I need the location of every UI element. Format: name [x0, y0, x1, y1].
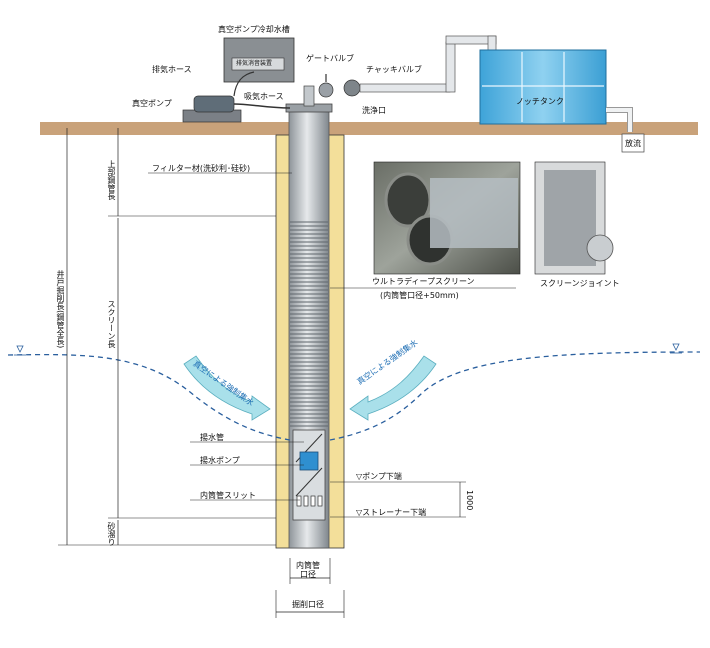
label-inner-pipe-note: (内筒管口径+50mm)	[380, 291, 459, 300]
label-inner-diameter-1: 内筒管	[296, 561, 320, 570]
label-screen-joint: スクリーンジョイント	[540, 279, 620, 288]
label-dim-1000: 1000	[465, 490, 474, 511]
check-valve-body	[343, 79, 361, 97]
wellhead-pipe	[303, 85, 315, 107]
label-silencer: 排気消音装置	[236, 60, 273, 67]
label-inner-slit: 内筒管スリット	[200, 491, 256, 500]
water-level-mark-left	[16, 345, 24, 353]
label-cooling-tank: 真空ポンプ冷却水槽	[218, 25, 290, 34]
label-filter-material: フィルター材(洗砂利･硅砂)	[152, 164, 251, 173]
pump-diagonal-lower	[295, 467, 323, 497]
discharge-pipe-horizontal	[359, 83, 451, 93]
discharge-box	[621, 133, 645, 153]
screen-section	[290, 221, 328, 427]
suction-hose	[233, 103, 291, 109]
discharge-pipe-vertical	[445, 41, 456, 93]
water-level-mark-right	[672, 343, 680, 351]
inflow-arrow-left	[183, 355, 271, 421]
label-upper-pipe-length: 上部鋼管長	[107, 160, 116, 200]
label-vacuum-pump: 真空ポンプ	[132, 99, 172, 108]
label-gate-valve: ゲートバルブ	[306, 54, 354, 63]
label-discharge: 放流	[625, 139, 641, 148]
inner-slit-marks	[296, 495, 323, 507]
label-ultra-deep-screen: ウルトラディープスクリーン	[372, 277, 475, 286]
label-check-valve: チャッキバルブ	[366, 65, 422, 74]
label-well-depth: 井戸掘削長(鋼管全長)	[56, 270, 65, 349]
label-strainer-bottom: ▽ストレーナー下端	[356, 508, 427, 517]
water-table-line	[7, 351, 701, 441]
overflow-pipe-inner	[606, 108, 632, 132]
label-screen-length: スクリーン長	[107, 300, 116, 348]
notch-tank-panels	[482, 52, 604, 122]
pumping-pump-body	[299, 451, 319, 471]
vacuum-pump-motor	[193, 95, 235, 113]
inflow-arrow-right	[349, 355, 437, 421]
label-suction-hose: 吸気ホース	[244, 92, 284, 101]
exhaust-hose	[233, 71, 255, 97]
label-pump-bottom: ▽ポンプ下端	[356, 472, 402, 481]
label-bore-diameter: 掘削口径	[292, 600, 324, 609]
screen-photo-pipe-body	[430, 178, 518, 248]
label-notch-tank: ノッチタンク	[516, 97, 564, 106]
silencer-panel	[231, 57, 285, 71]
gate-valve-body	[318, 82, 334, 98]
label-flush-port: 洗浄口	[362, 106, 386, 115]
joint-photo-disk	[586, 234, 614, 262]
label-exhaust-hose: 排気ホース	[152, 65, 192, 74]
ground-surface	[40, 122, 698, 135]
label-pumping-pump: 揚水ポンプ	[200, 456, 240, 465]
inner-pipe-section	[292, 429, 326, 521]
notch-tank	[479, 49, 607, 125]
label-pumping-pipe: 揚水管	[200, 433, 224, 442]
label-inner-diameter-2: 口径	[300, 570, 316, 579]
label-sand-trap: 砂溜り	[107, 522, 116, 546]
